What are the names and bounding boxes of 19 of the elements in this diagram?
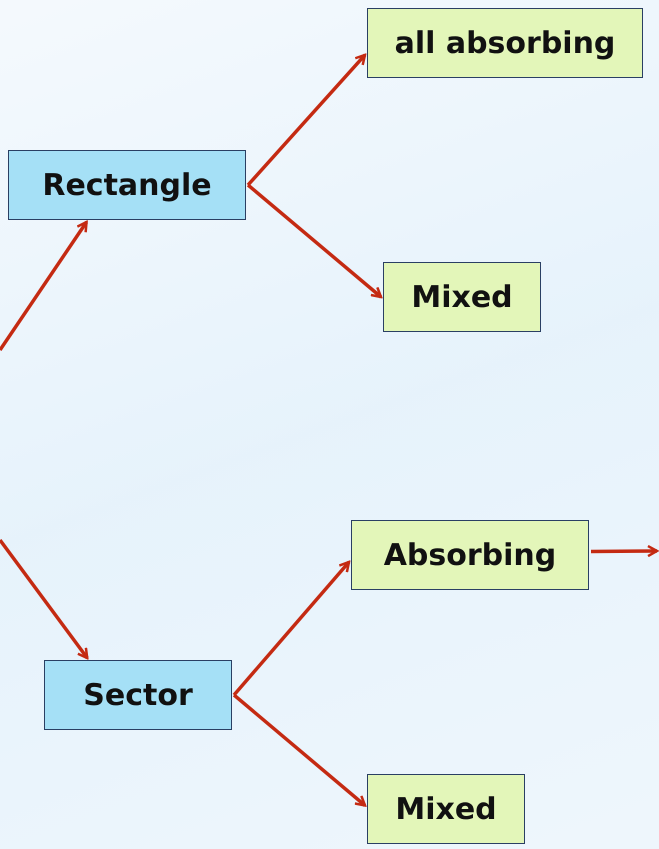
arrow xyxy=(246,54,366,186)
arrow xyxy=(0,220,88,351)
arrow xyxy=(232,560,350,696)
arrow xyxy=(232,694,366,807)
process-box xyxy=(367,8,643,78)
box-label: Mixed xyxy=(411,280,513,314)
box-label: Sector xyxy=(83,678,193,712)
box-label: Mixed xyxy=(395,792,497,826)
box-label: all absorbing xyxy=(394,26,616,60)
process-box xyxy=(383,262,541,332)
arrow xyxy=(590,544,658,558)
process-box xyxy=(351,520,589,590)
process-box xyxy=(44,660,232,730)
process-box xyxy=(367,774,525,844)
box-label: Absorbing xyxy=(384,538,556,572)
arrow xyxy=(246,184,382,298)
arrow xyxy=(0,538,89,660)
process-box xyxy=(8,150,246,220)
box-label: Rectangle xyxy=(42,168,212,202)
